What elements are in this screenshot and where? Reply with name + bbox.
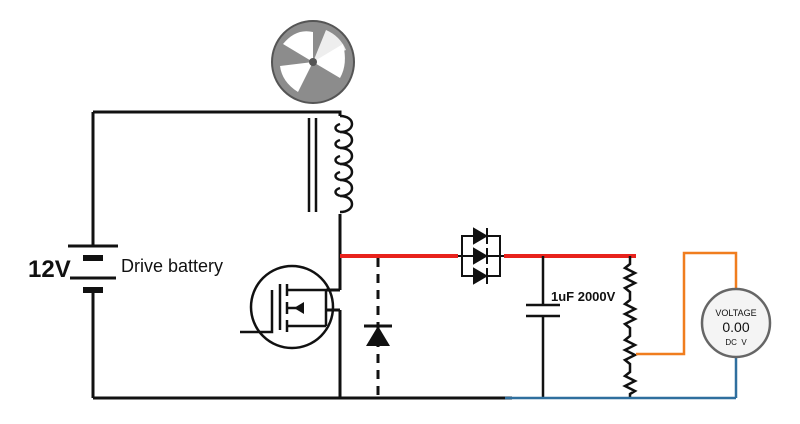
mosfet-transistor (240, 264, 335, 350)
motor-coil-inductor (307, 114, 354, 214)
meter-reading: 0.00 (722, 319, 749, 335)
meter-ground-wire (505, 357, 738, 400)
drive-circuit-wires (91, 110, 512, 400)
meter-positive-lead (636, 251, 738, 356)
diode-stack (458, 227, 504, 285)
resistor-divider (622, 256, 638, 398)
battery-voltage-label: 12V (28, 256, 71, 283)
meter-title: VOLTAGE (715, 308, 756, 318)
motor-fan-icon (271, 20, 355, 104)
voltmeter: VOLTAGE 0.00 DC V (700, 287, 772, 359)
drive-battery-symbol (68, 244, 118, 293)
battery-name-label: Drive battery (121, 256, 223, 276)
capacitor-label: 1uF 2000V (551, 289, 616, 304)
meter-mode: DC V (725, 338, 747, 347)
capacitor-symbol (526, 256, 560, 398)
flyback-diode (364, 258, 392, 398)
mosfet-arrow-icon (294, 302, 304, 314)
